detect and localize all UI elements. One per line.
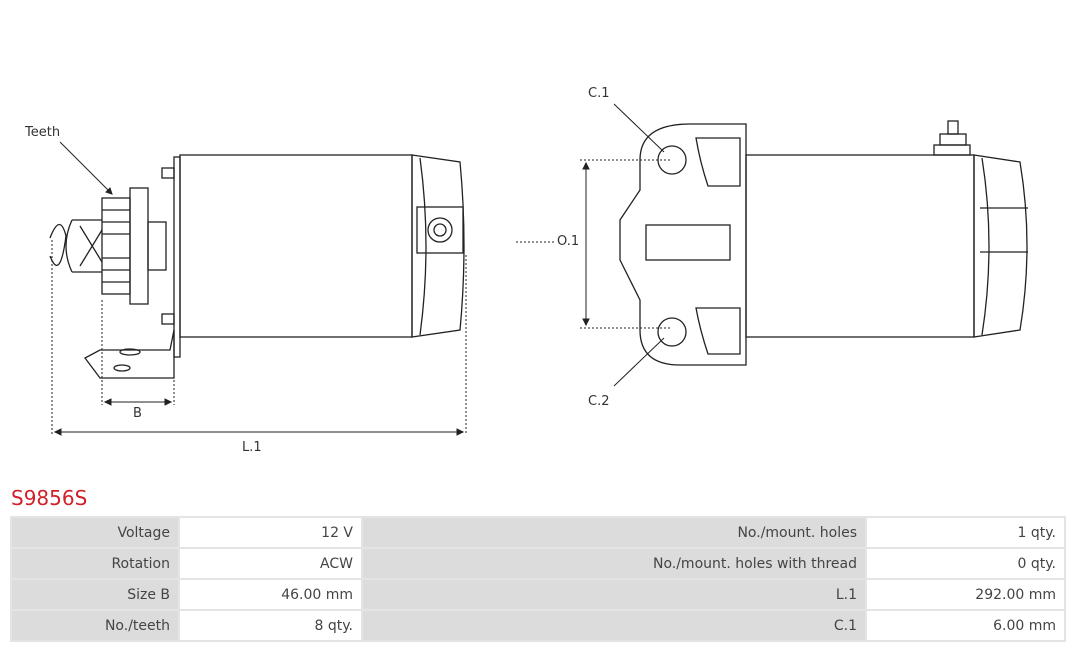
spec-label: L.1 — [363, 580, 865, 609]
label-o1: O.1 — [557, 234, 579, 249]
spec-label: C.1 — [363, 611, 865, 640]
label-l1: L.1 — [242, 440, 262, 455]
spec-label: No./teeth — [12, 611, 178, 640]
spec-value: 6.00 mm — [867, 611, 1064, 640]
technical-drawing: Teeth B L.1 C.1 C.2 O.1 — [24, 86, 1028, 455]
front-dimensions — [516, 103, 672, 387]
label-c2: C.2 — [588, 394, 609, 409]
spec-value: 46.00 mm — [180, 580, 361, 609]
spec-value: 292.00 mm — [867, 580, 1064, 609]
spec-value: 1 qty. — [867, 518, 1064, 547]
spec-value: 0 qty. — [867, 549, 1064, 578]
spec-label: No./mount. holes with thread — [363, 549, 865, 578]
spec-label: Voltage — [12, 518, 178, 547]
spec-value: 12 V — [180, 518, 361, 547]
spec-label: Size B — [12, 580, 178, 609]
label-teeth: Teeth — [24, 125, 60, 140]
spec-value: 8 qty. — [180, 611, 361, 640]
product-code: S9856S — [11, 486, 88, 510]
spec-label: No./mount. holes — [363, 518, 865, 547]
spec-label: Rotation — [12, 549, 178, 578]
side-view — [49, 154, 465, 379]
spec-value: ACW — [180, 549, 361, 578]
label-c1: C.1 — [588, 86, 609, 101]
label-b: B — [133, 406, 142, 421]
dimension-lines — [51, 141, 467, 436]
front-view — [619, 120, 1028, 366]
